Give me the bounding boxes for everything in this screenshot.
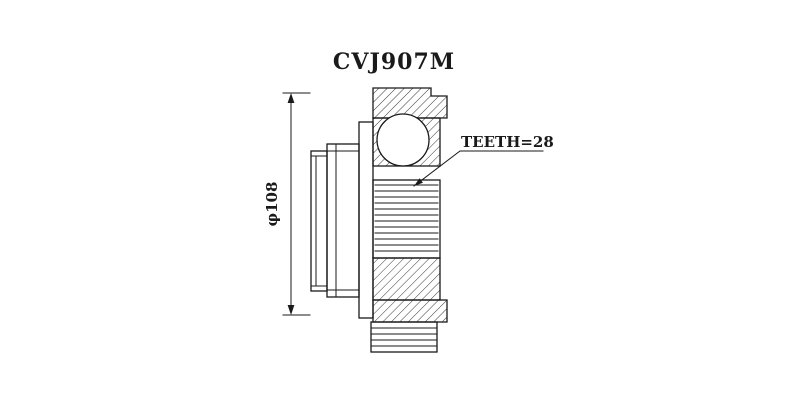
teeth-leader-arrow-icon (414, 178, 423, 186)
stub-detail-lines (310, 155, 328, 287)
lower-race-section (372, 257, 441, 301)
spline-bore-outline (372, 179, 441, 259)
shaft-spline-stub (370, 321, 438, 353)
diameter-label: φ108 (263, 182, 281, 227)
step-detail-lines (326, 143, 360, 298)
outer-race-left-stub (310, 150, 328, 292)
dimension-extension-lines (282, 92, 311, 316)
stub-spline-outline (370, 321, 438, 353)
part-title: CVJ907M (333, 49, 455, 75)
housing-bottom-section (372, 299, 448, 323)
diameter-dimension (282, 92, 311, 316)
housing-flange (358, 121, 374, 319)
dimension-arrow-down-icon (287, 305, 295, 315)
bearing-ball (376, 113, 430, 167)
step-outline (326, 143, 360, 298)
teeth-leader (413, 150, 544, 187)
labels: CVJ907M φ108 TEETH=28 (263, 49, 554, 226)
spline-bore (372, 179, 441, 259)
joint-section-geometry (310, 87, 448, 353)
stub-outline (310, 150, 328, 292)
housing-top-section (372, 87, 448, 119)
dimension-arrow-up-icon (287, 93, 295, 103)
cage-section-lines (372, 165, 441, 181)
outer-race-step (326, 143, 360, 298)
stub-spline-lines (370, 327, 438, 347)
spline-teeth-lines (374, 184, 439, 252)
teeth-label: TEETH=28 (461, 133, 554, 151)
teeth-leader-line (413, 150, 544, 187)
